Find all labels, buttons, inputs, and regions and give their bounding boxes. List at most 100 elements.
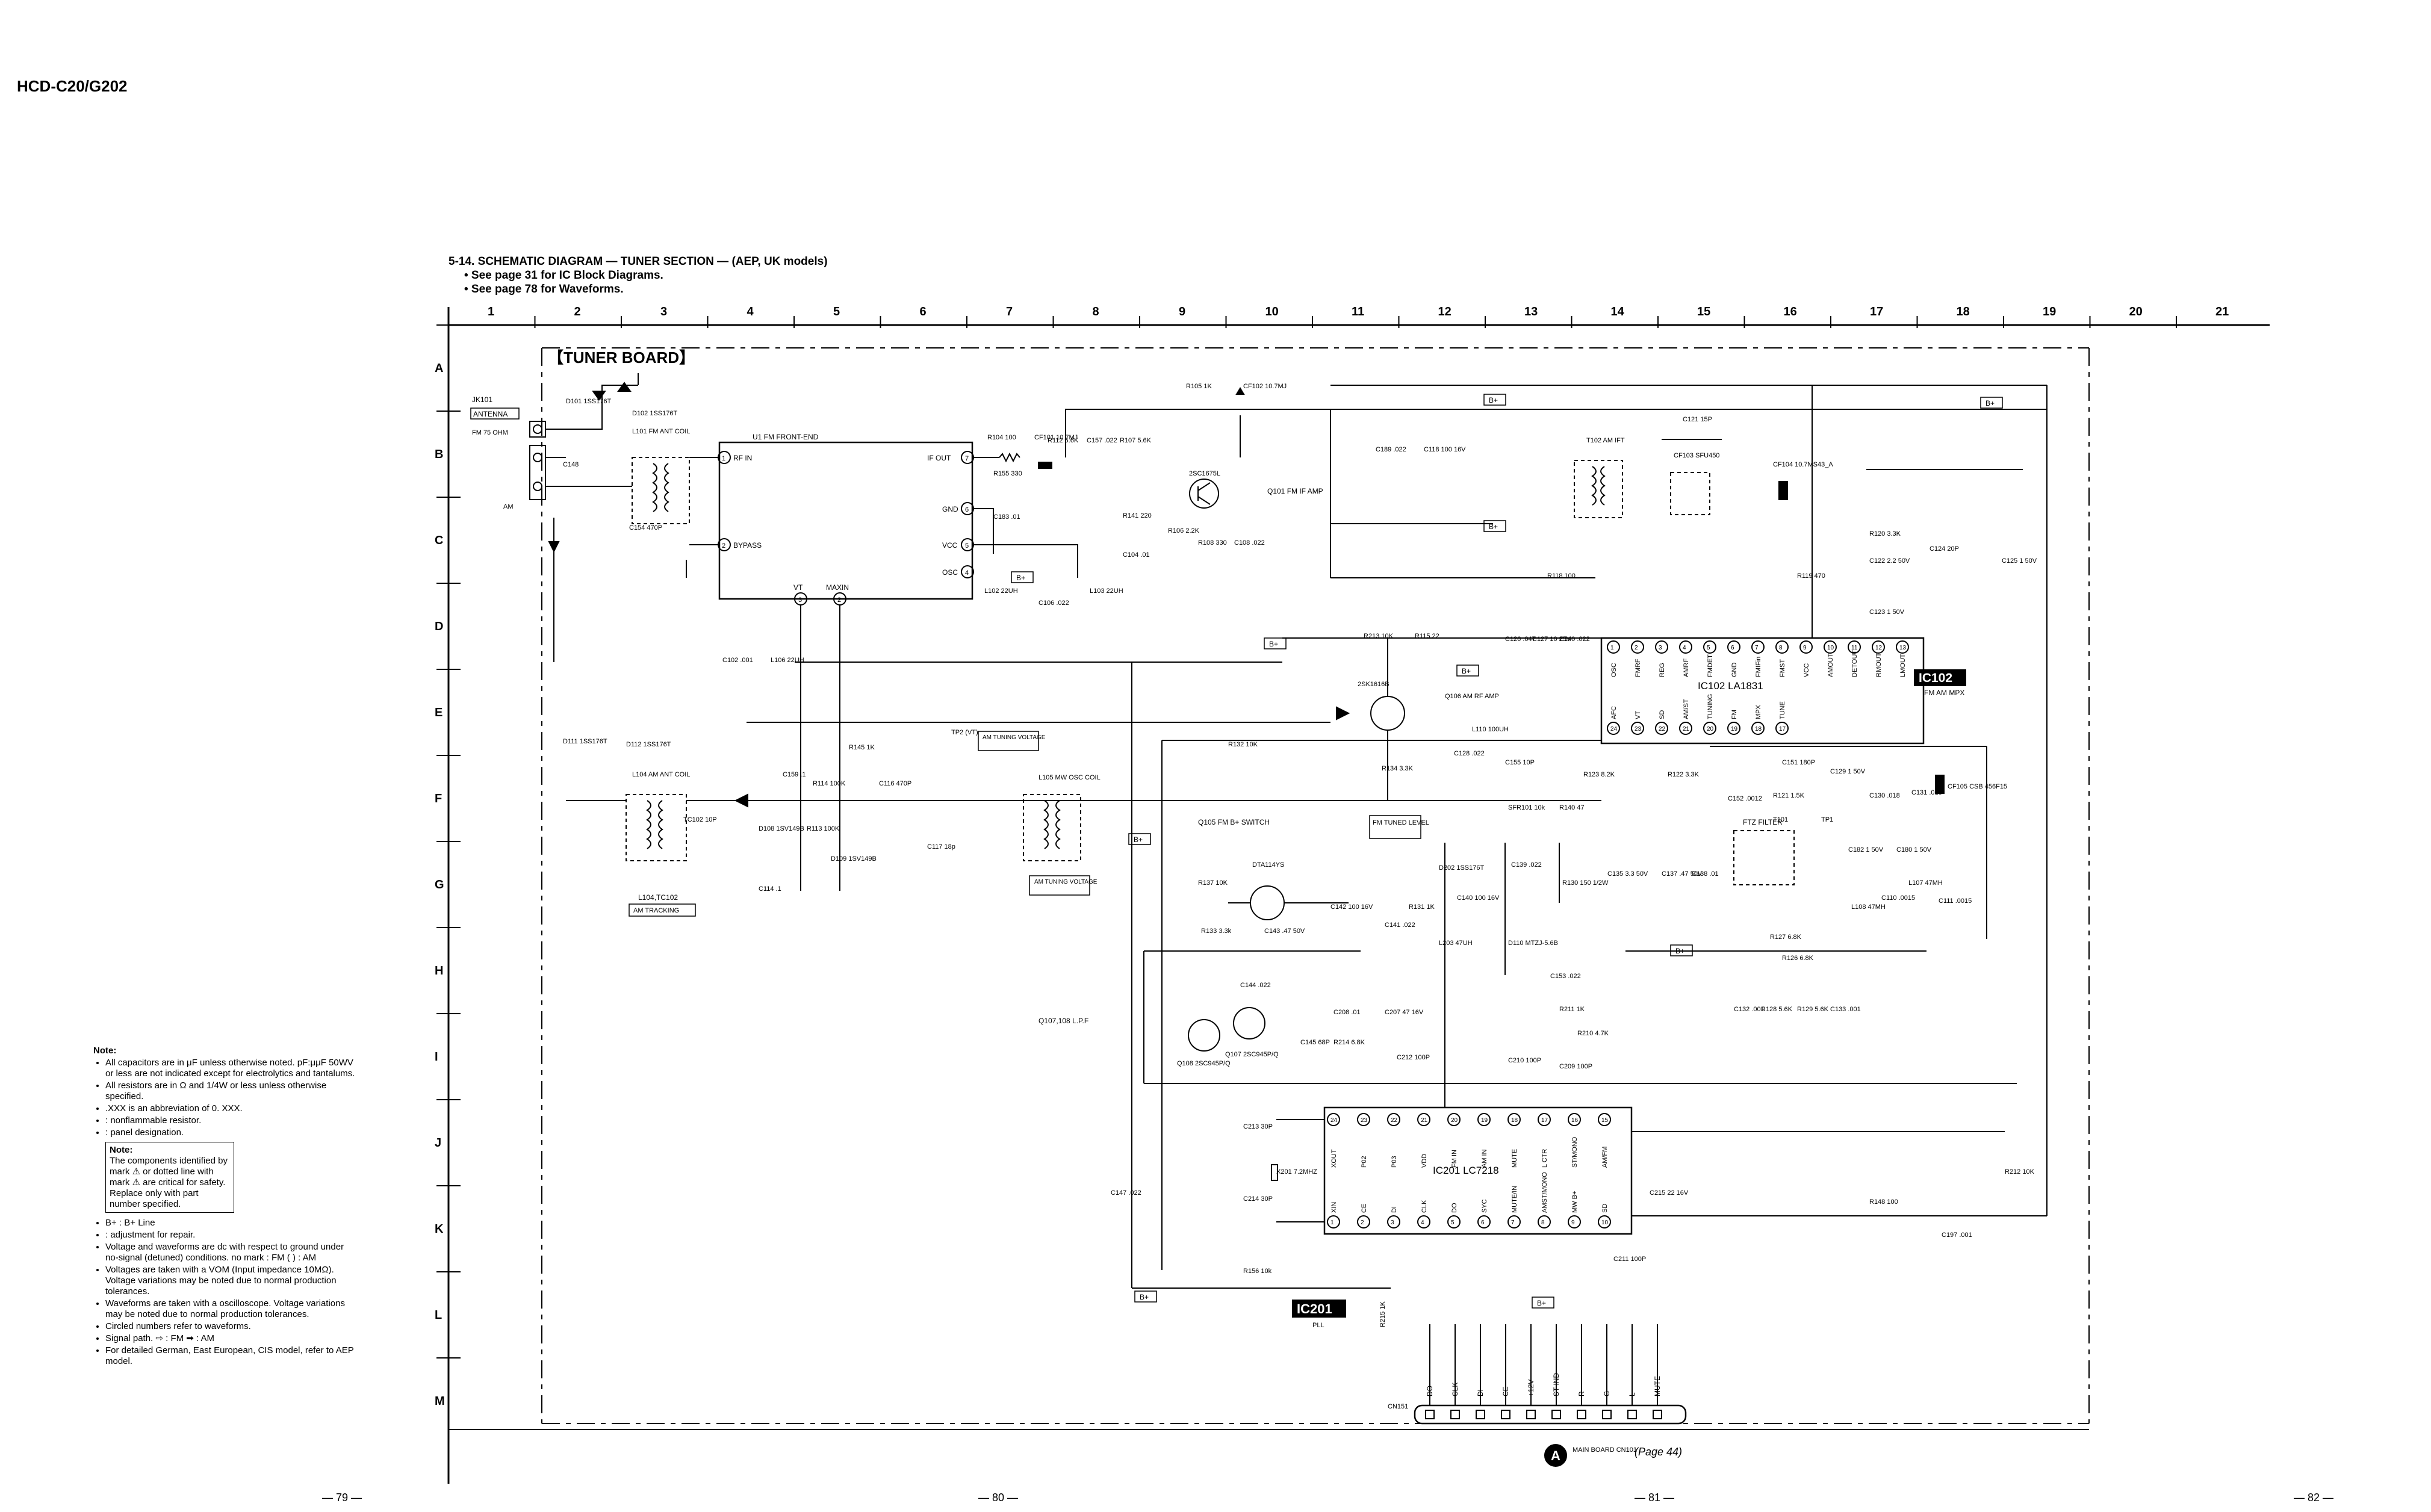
heading-title: 5-14. SCHEMATIC DIAGRAM — TUNER SECTION … — [449, 255, 828, 268]
grid-column-label: 7 — [1006, 305, 1013, 318]
l102-label: L102 22UH — [984, 587, 1018, 595]
cf105-label: CF105 CSB 456F15 — [1948, 783, 2007, 790]
ic-pin-number: 13 — [1899, 645, 1907, 651]
c214-label: C214 30P — [1243, 1195, 1273, 1203]
c129-label: C129 1 50V — [1830, 768, 1866, 775]
ic-pin — [1327, 1113, 1340, 1126]
ic-pin-label: AMST/MONO — [1541, 1172, 1548, 1213]
ic-pin-number: 10 — [1827, 645, 1834, 651]
ic-pin — [1631, 640, 1644, 654]
tuner-board-border: 【TUNER BOARD】 — [541, 347, 2090, 1424]
ic-pin — [1896, 640, 1909, 654]
ic-pin-number: 4 — [1683, 645, 1686, 651]
r212-label: R212 10K — [2005, 1168, 2035, 1176]
b-plus-box — [1670, 944, 1693, 956]
c128-label: C128 .022 — [1454, 750, 1485, 757]
r145-label: R145 1K — [849, 744, 875, 751]
r126-label: R126 6.8K — [1782, 955, 1814, 962]
ic-pin — [1538, 1113, 1551, 1126]
c140b-label: C140 100 16V — [1457, 894, 1500, 902]
svg-text:5: 5 — [965, 542, 969, 550]
ic-pin — [1598, 1113, 1611, 1126]
ic102-top-pins: 1OSC2FMRF3REG4AMRF5FMDET6GND7FMIFin8FMST… — [1607, 640, 1909, 678]
ic-pin-number: 9 — [1571, 1219, 1575, 1226]
grid-row-label: C — [435, 534, 443, 547]
grid-column-label: 11 — [1352, 305, 1364, 318]
ic-pin-label: AM/ST — [1683, 699, 1690, 719]
grid-column-label: 18 — [1957, 305, 1970, 318]
c102-label: C102 .001 — [722, 657, 753, 664]
ic-pin-label: MUTE/IN — [1511, 1186, 1518, 1213]
q105-label: Q105 FM B+ SWITCH — [1198, 818, 1270, 826]
d110-label: D110 MTZJ-5.6B — [1508, 940, 1558, 947]
grid-column-label: 13 — [1524, 305, 1538, 318]
b-plus-markers: B+B+B+B+B+B+B+B+B+B+ — [1011, 394, 2003, 1309]
ic-pin-label: SD — [1601, 1204, 1609, 1213]
ic-pin — [1775, 640, 1789, 654]
ic102-desc: FM AM MPX — [1924, 689, 1964, 697]
ic-pin-label: VT — [1635, 711, 1642, 719]
note-item: : adjustment for repair. — [105, 1230, 358, 1241]
ic-pin-number: 19 — [1731, 726, 1738, 733]
connector-pin — [1653, 1410, 1662, 1419]
ic-pin — [1327, 1215, 1340, 1228]
ic-pin — [1703, 722, 1716, 735]
grid-column-label: 6 — [920, 305, 927, 318]
b-plus-label: B+ — [1985, 399, 1995, 407]
ic-pin-number: 23 — [1635, 726, 1642, 733]
ic-pin — [1607, 722, 1620, 735]
ic-pin — [1387, 1113, 1400, 1126]
ic-pin-number: 3 — [1391, 1219, 1394, 1226]
grid-row-label: F — [435, 792, 442, 805]
grid-column-label: 9 — [1179, 305, 1185, 318]
ic201-bottom-pins: 1XIN2CE3DI4CLK5DO6SYC7MUTE/IN8AMST/MONO9… — [1327, 1172, 1611, 1228]
pin-gnd: GND — [942, 505, 958, 513]
c197-label: C197 .001 — [1942, 1232, 1972, 1239]
ic-pin-number: 18 — [1755, 726, 1762, 733]
cf103-label: CF103 SFU450 — [1674, 452, 1719, 459]
ift-section: T102 AM IFT C121 15P CF103 SFU450 CF104 … — [1330, 385, 2048, 1216]
d102-label: D102 1SS176T — [632, 410, 677, 417]
svg-text:1: 1 — [722, 455, 725, 462]
grid-column-label: 12 — [1438, 305, 1451, 318]
c159-label: C159 .1 — [783, 771, 806, 778]
d202-label: D202 1SS176T — [1439, 864, 1484, 872]
ic-pin-number: 4 — [1421, 1219, 1424, 1226]
r129-label: R129 5.6K — [1797, 1006, 1829, 1013]
t101-label: T101 — [1773, 816, 1788, 823]
grid-row-label: L — [435, 1309, 442, 1322]
ic-pin-label: FM IN — [1451, 1150, 1458, 1168]
q101-label: Q101 FM IF AMP — [1267, 487, 1323, 495]
ic-pin — [1417, 1113, 1430, 1126]
ic-pin — [1824, 640, 1837, 654]
cf102-label: CF102 10.7MJ — [1243, 383, 1287, 390]
r131-label: R131 1K — [1409, 903, 1435, 911]
ic-pin — [1568, 1215, 1581, 1228]
ic-pin-label: FM — [1731, 710, 1738, 719]
ic201-desc: PLL — [1312, 1322, 1324, 1329]
ic-pin-label: RMOUT — [1875, 652, 1883, 677]
r132-label: R132 10K — [1228, 741, 1258, 748]
ic-pin-number: 5 — [1707, 645, 1710, 651]
c142-label: C142 100 16V — [1330, 903, 1373, 911]
t102-label: T102 AM IFT — [1586, 437, 1625, 444]
ic-pin — [1751, 640, 1765, 654]
ic-pin-label: GND — [1731, 663, 1738, 678]
note-item: Voltages are taken with a VOM (Input imp… — [105, 1265, 358, 1297]
ic-pin-label: MW B+ — [1571, 1191, 1579, 1213]
page-number-82: — 82 — — [2294, 1492, 2334, 1504]
c182-label: C182 1 50V — [1848, 846, 1884, 854]
c207-label: C207 47 16V — [1385, 1009, 1424, 1016]
connector-pin-label: L — [1628, 1392, 1636, 1396]
b-plus-label: B+ — [1489, 396, 1498, 404]
ic-pin-label: SYC — [1481, 1199, 1488, 1213]
ic-pin-number: 17 — [1541, 1117, 1548, 1124]
ic-pin-label: L CTR — [1541, 1149, 1548, 1168]
c117-label: C117 18p — [927, 843, 955, 850]
connector-pin — [1476, 1410, 1485, 1419]
connector-pin-label: CLK — [1451, 1383, 1459, 1396]
ic-pin-number: 20 — [1707, 726, 1714, 733]
b-plus-box — [1011, 571, 1034, 583]
